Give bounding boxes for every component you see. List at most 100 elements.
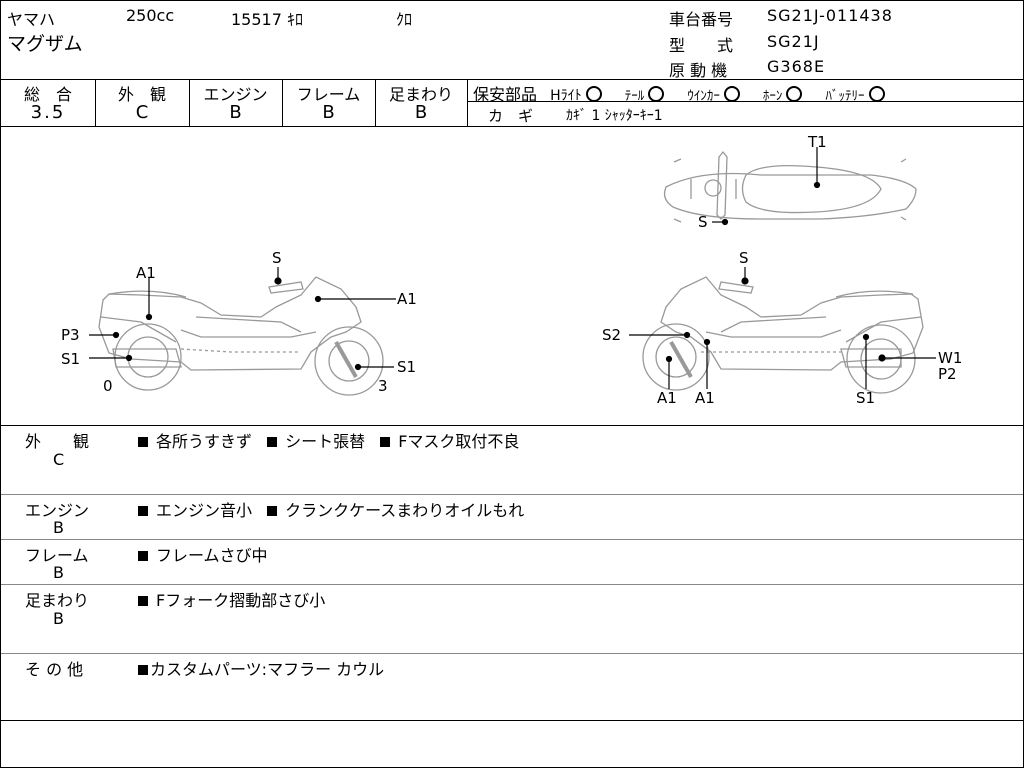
label-w1: W1 [938,349,962,367]
key-label: カ ギ [488,107,534,125]
section-label: フレーム [25,546,89,565]
section-grade: C [53,450,65,469]
grade-value-exterior: C [135,102,149,123]
label-p3: P3 [61,326,80,344]
grade-label-exterior: 外 観 [117,85,166,104]
safety-parts: 保安部品 Hﾗｲﾄ ﾃｰﾙ ｳｲﾝｶｰ ﾎｰﾝ ﾊﾞｯﾃﾘｰ [473,81,885,105]
grade-label-engine: エンジン [203,85,268,104]
label-a1: A1 [397,290,417,308]
bullet-icon [138,437,148,447]
ok-circle-icon [585,86,602,102]
bullet-icon [267,506,278,516]
grade-label-suspension: 足まわり [388,85,453,104]
label-t1: T1 [807,133,827,151]
scooter-right-view-icon [642,276,924,394]
safety-item: ﾎｰﾝ [763,86,803,104]
bullet-icon [380,437,391,447]
divider [1,126,1023,127]
finding-item: カスタムパーツ:マフラー カウル [150,660,385,679]
finding-item: Fフォーク摺動部さび小 [156,591,326,610]
bullet-icon [138,506,148,516]
grade-value-suspension: B [414,102,428,123]
finding-item: Fマスク取付不良 [398,432,520,451]
ok-circle-icon [723,86,740,102]
type: SG21J [767,32,820,51]
divider [1,539,1023,540]
section-items: カスタムパーツ:マフラー カウル [138,656,394,680]
safety-item: ｳｲﾝｶｰ [687,86,740,104]
divider [189,79,190,126]
mileage-unit: ｷﾛ [287,10,304,29]
divider [282,79,283,126]
section-grade: B [53,609,64,628]
grade-label-frame: フレーム [296,85,361,104]
divider [375,79,376,126]
divider [95,79,96,126]
scooter-left-view-icon [98,276,384,396]
frame-no-label: 車台番号 [669,10,734,29]
mileage: 15517 ｷﾛ [231,6,303,30]
divider [1,584,1023,585]
grade-label-overall: 総 合 [23,85,72,104]
section-grade: B [53,518,64,537]
divider [467,79,468,126]
section-items: エンジン音小 クランクケースまわりオイルもれ [138,497,534,521]
section-label: 外 観 [25,432,90,451]
frame-no: SG21J-011438 [767,6,893,25]
scooter-top-view-icon [663,150,917,223]
displacement: 250cc [126,6,175,25]
grade-table: 総 合 3.5 外 観 C エンジン B フレーム B 足まわり B [1,79,467,126]
maker: ヤマハ [7,10,56,29]
finding-item: フレームさび中 [156,546,268,565]
divider [1,720,1023,721]
label-three: 3 [378,377,388,395]
safety-label: 保安部品 [473,85,538,104]
bullet-icon [267,437,278,447]
section-items: Fフォーク摺動部さび小 [138,587,335,611]
section-label: 足まわり [25,591,90,610]
grade-value-engine: B [229,102,242,123]
finding-item: エンジン音小 [156,501,253,520]
divider [1,494,1023,495]
section-label: エンジン [25,501,90,520]
label-s1: S1 [397,358,416,376]
divider [467,101,1023,102]
bullet-icon [138,596,148,606]
ok-circle-icon [648,86,665,102]
safety-item: ﾃｰﾙ [625,86,665,104]
finding-item: 各所うすきず [156,432,253,451]
divider [1,653,1023,654]
finding-item: シート張替 [285,432,366,451]
engine: G368E [767,57,826,76]
ok-circle-icon [868,86,885,102]
label-s2: S2 [602,326,621,344]
grade-value-overall: 3.5 [30,102,66,123]
engine-label: 原 動 機 [669,61,728,80]
damage-markers [89,147,936,389]
color: ｸﾛ [396,10,413,29]
grade-value-frame: B [322,102,335,123]
label-a1: A1 [136,264,156,282]
label-s1: S1 [61,350,80,368]
safety-item: Hﾗｲﾄ [550,86,602,104]
ok-circle-icon [786,86,803,102]
divider [1,79,1023,80]
section-items: 各所うすきず シート張替 Fマスク取付不良 [138,428,529,452]
mileage-value: 15517 [231,10,282,29]
key-value: ｶｷﾞ 1 ｼｬｯﾀｰｷｰ1 [566,108,663,124]
label-s: S [698,213,708,231]
label-s: S [272,249,282,267]
safety-item: ﾊﾞｯﾃﾘｰ [826,86,885,104]
section-items: フレームさび中 [138,542,278,566]
label-a1: A1 [695,389,715,407]
label-zero: 0 [103,377,113,395]
divider [1,425,1023,426]
bullet-icon [138,551,148,561]
bullet-icon [138,665,148,675]
label-p2: P2 [938,365,957,383]
section-grade: B [53,563,64,582]
label-a1: A1 [657,389,677,407]
type-label: 型 式 [669,36,734,55]
damage-diagram: A1 S A1 P3 S1 S1 0 3 T1 S S S2 W1 P2 A1 … [61,133,962,407]
